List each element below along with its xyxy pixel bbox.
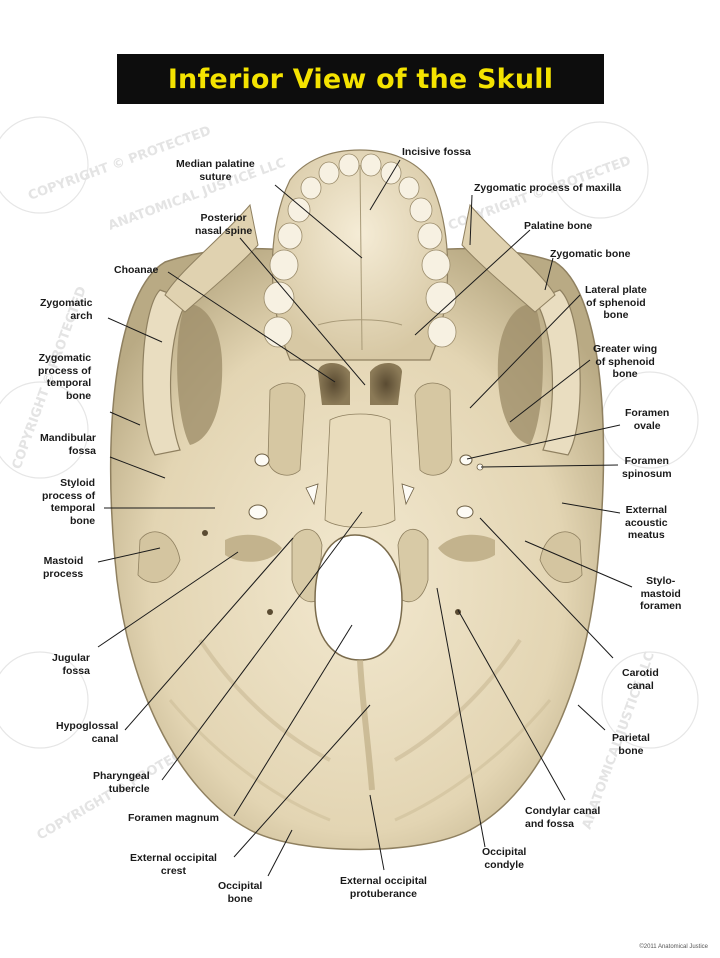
label-zygomatic-bone: Zygomatic bone [550,248,631,260]
label-styloid-process: Styloid process of temporal bone [42,477,96,527]
label-median-palatine-suture: Median palatine suture [176,158,255,183]
diagram-title: Inferior View of the Skull [167,63,554,95]
label-foramen-spinosum: Foramen spinosum [622,455,672,480]
label-condylar-canal: Condylar canal and fossa [525,805,601,830]
label-zygomatic-arch: Zygomatic arch [40,297,93,322]
label-mastoid-process: Mastoid process [43,555,84,580]
label-external-occipital-crest: External occipital crest [130,852,217,877]
label-occipital-bone: Occipital bone [218,880,263,905]
label-hypoglossal-canal: Hypoglossal canal [56,720,119,745]
label-occipital-condyle: Occipital condyle [482,846,527,871]
label-zygomatic-process-temporal: Zygomatic process of temporal bone [38,352,92,402]
label-incisive-fossa: Incisive fossa [402,146,471,158]
label-posterior-nasal-spine: Posterior nasal spine [195,212,253,237]
label-external-acoustic-meatus: External acoustic meatus [625,504,668,541]
label-external-occipital-protuberance: External occipital protuberance [340,875,427,900]
label-greater-wing-sphenoid: Greater wing of sphenoid bone [593,343,658,380]
leader-lines [97,159,633,877]
copyright-notice: ©2011 Anatomical Justice [639,944,708,950]
label-parietal-bone: Parietal bone [612,732,650,757]
label-stylomastoid-foramen: Stylo- mastoid foramen [640,575,682,612]
label-jugular-fossa: Jugular fossa [52,652,90,677]
title-bar: Inferior View of the Skull [117,54,604,104]
label-mandibular-fossa: Mandibular fossa [40,432,97,457]
label-foramen-magnum: Foramen magnum [128,812,220,824]
label-palatine-bone: Palatine bone [524,220,593,232]
label-foramen-ovale: Foramen ovale [625,407,670,432]
skull-base [109,149,605,851]
label-choanae: Choanae [114,264,159,276]
label-zygomatic-process-maxilla: Zygomatic process of maxilla [474,182,622,194]
label-pharyngeal-tubercle: Pharyngeal tubercle [93,770,150,795]
label-carotid-canal: Carotid canal [622,667,659,692]
label-lateral-plate-sphenoid: Lateral plate of sphenoid bone [585,284,647,321]
